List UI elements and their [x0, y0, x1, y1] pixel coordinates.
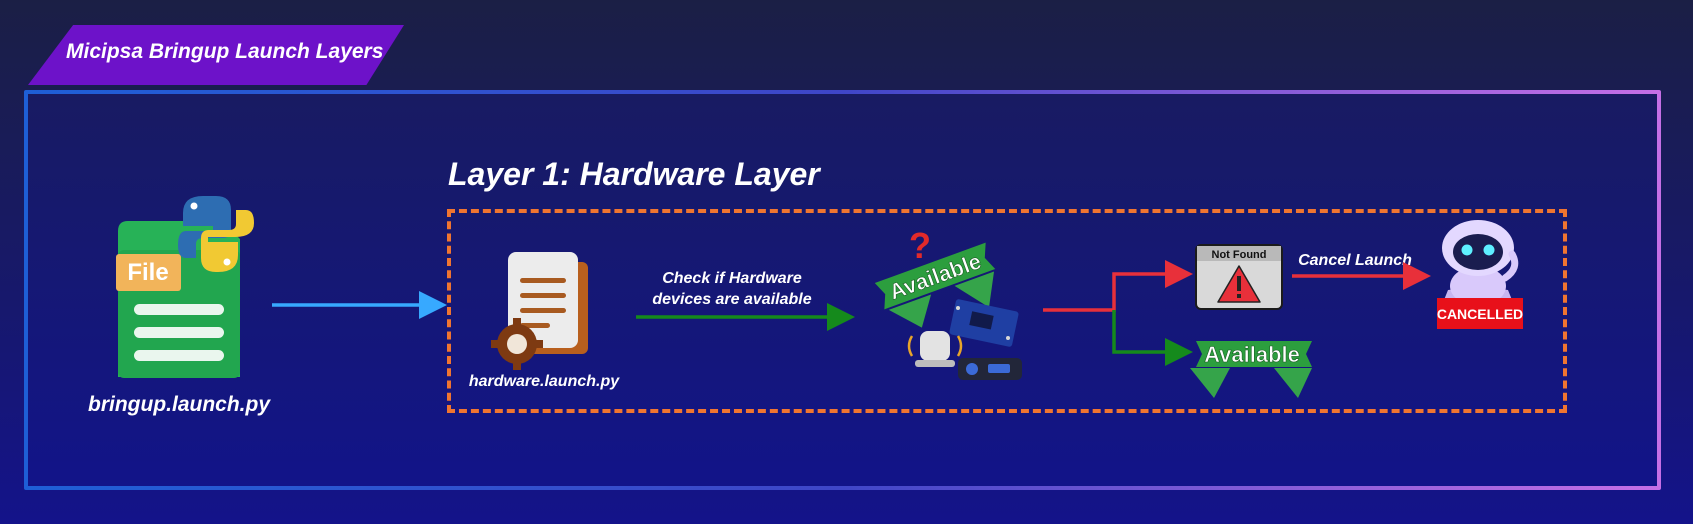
branch-arrows [1043, 260, 1193, 366]
hardware-label: hardware.launch.py [469, 373, 620, 390]
available-text: Available [1204, 342, 1300, 367]
document-gear-icon [491, 252, 588, 370]
svg-text:?: ? [909, 225, 931, 266]
check-label-line2: devices are available [652, 291, 811, 308]
python-logo-icon [178, 196, 254, 272]
check-label-line1: Check if Hardware [662, 270, 802, 287]
file-badge: File [116, 254, 181, 291]
hardware-layer-box [447, 209, 1567, 413]
cancelled-badge: CANCELLED [1437, 298, 1523, 329]
not-found-window: Not Found [1195, 244, 1283, 310]
file-badge-text: File [127, 259, 168, 286]
available-question-text: Available [886, 248, 985, 304]
layer-title: Layer 1: Hardware Layer [448, 156, 820, 192]
warning-icon [1217, 265, 1261, 303]
available-banner: Available [1190, 341, 1312, 398]
page-title: Micipsa Bringup Launch Layers [66, 40, 384, 63]
not-found-text: Not Found [1212, 249, 1267, 261]
robot-icon [1442, 220, 1519, 306]
cancel-label: Cancel Launch [1298, 252, 1412, 269]
title-tab [28, 25, 404, 85]
bringup-label: bringup.launch.py [88, 393, 271, 416]
cancelled-text: CANCELLED [1437, 306, 1523, 322]
layers-frame [24, 90, 1661, 490]
question-mark-icon: ? [909, 225, 931, 266]
hardware-devices-icon [907, 299, 1022, 380]
